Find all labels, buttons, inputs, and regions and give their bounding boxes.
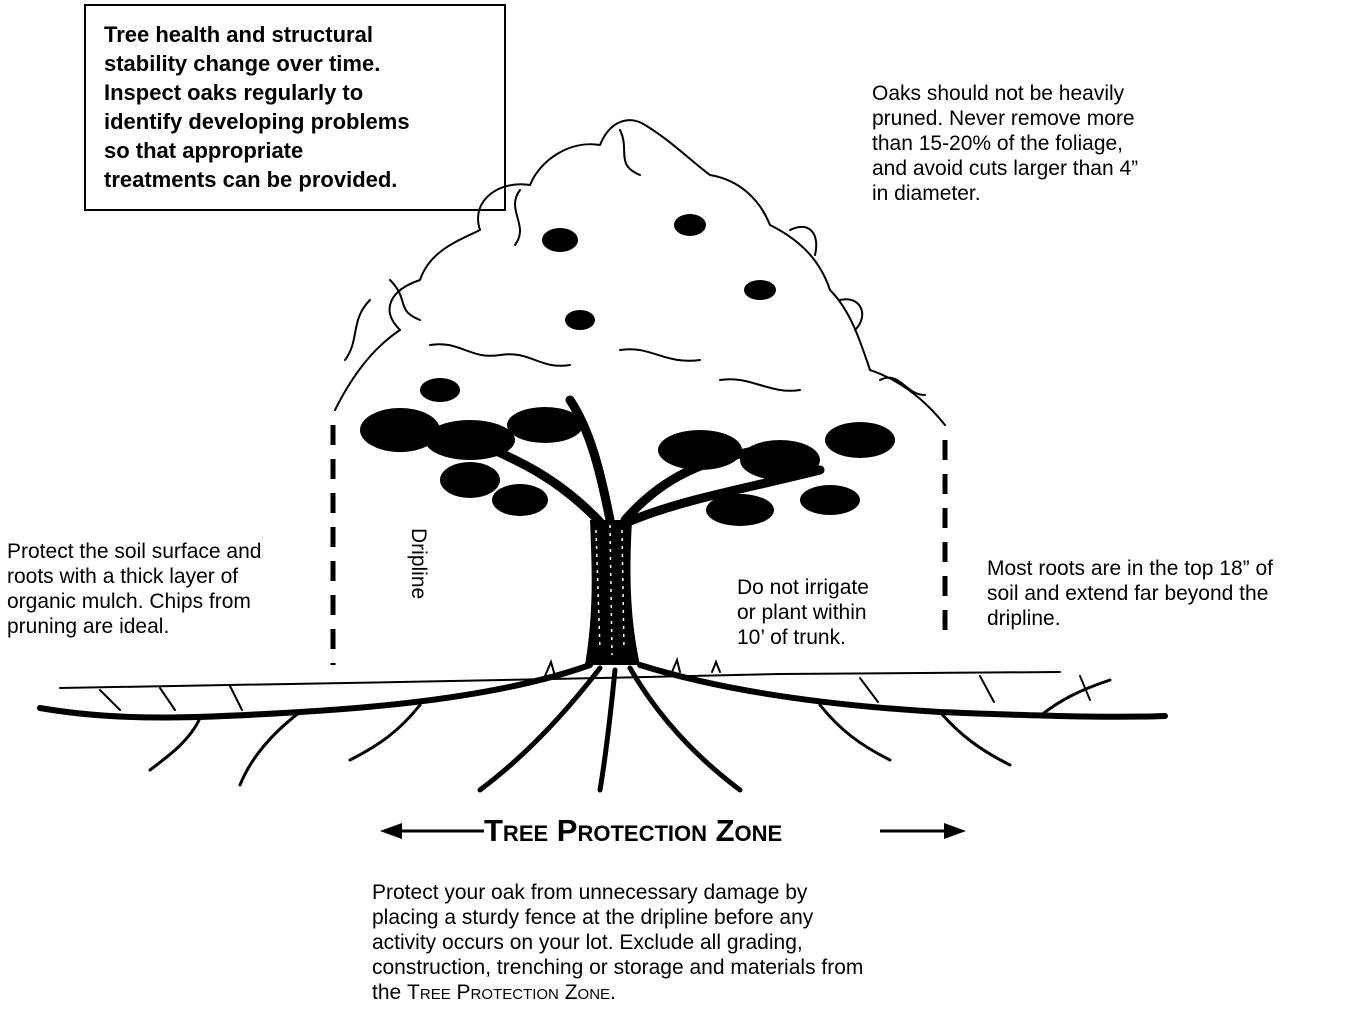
mulch-note-line: Protect the soil surface and — [7, 539, 337, 564]
roots-note-line: dripline. — [987, 606, 1367, 631]
zone-title: Tree Protection Zone — [484, 814, 782, 848]
fence-note-zone-name: Tree Protection Zone — [407, 981, 610, 1004]
irrigation-note: Do not irrigate or plant within 10’ of t… — [737, 575, 927, 650]
pruning-note-line: Oaks should not be heavily — [872, 81, 1232, 106]
mulch-note-line: organic mulch. Chips from — [7, 589, 337, 614]
callout-line: treatments can be provided. — [104, 165, 509, 194]
mulch-note-line: pruning are ideal. — [7, 614, 337, 639]
pruning-note-line: pruned. Never remove more — [872, 106, 1232, 131]
mulch-note-line: roots with a thick layer of — [7, 564, 337, 589]
root-system — [40, 665, 1165, 790]
fence-note-line: activity occurs on your lot. Exclude all… — [372, 930, 1012, 955]
roots-note-line: soil and extend far beyond the — [987, 581, 1367, 606]
pruning-note-line: than 15-20% of the foliage, — [872, 131, 1232, 156]
inspection-callout-text: Tree health and structural stability cha… — [104, 20, 509, 194]
tree-protection-zone-heading: Tree Protection Zone — [378, 808, 978, 854]
mulch-note: Protect the soil surface and roots with … — [7, 539, 337, 639]
irrigation-note-line: or plant within — [737, 600, 927, 625]
fence-note: Protect your oak from unnecessary damage… — [372, 880, 1012, 1005]
fence-note-line: Protect your oak from unnecessary damage… — [372, 880, 1012, 905]
callout-line: identify developing problems — [104, 107, 509, 136]
callout-line: Tree health and structural — [104, 20, 509, 49]
pruning-note-line: in diameter. — [872, 181, 1232, 206]
dripline-label: Dripline — [390, 528, 430, 628]
fence-note-line: construction, trenching or storage and m… — [372, 955, 1012, 980]
pruning-note-line: and avoid cuts larger than 4” — [872, 156, 1232, 181]
pruning-note: Oaks should not be heavily pruned. Never… — [872, 81, 1232, 206]
fence-note-prefix: the — [372, 981, 407, 1004]
fence-note-suffix: . — [610, 981, 616, 1004]
inspection-callout-box: Tree health and structural stability cha… — [84, 4, 506, 211]
irrigation-note-line: 10’ of trunk. — [737, 625, 927, 650]
fence-note-line: placing a sturdy fence at the dripline b… — [372, 905, 1012, 930]
roots-note-line: Most roots are in the top 18” of — [987, 556, 1367, 581]
callout-line: Inspect oaks regularly to — [104, 78, 509, 107]
callout-line: stability change over time. — [104, 49, 509, 78]
roots-note: Most roots are in the top 18” of soil an… — [987, 556, 1367, 631]
fence-note-line-last: the Tree Protection Zone. — [372, 980, 1012, 1005]
callout-line: so that appropriate — [104, 136, 509, 165]
irrigation-note-line: Do not irrigate — [737, 575, 927, 600]
